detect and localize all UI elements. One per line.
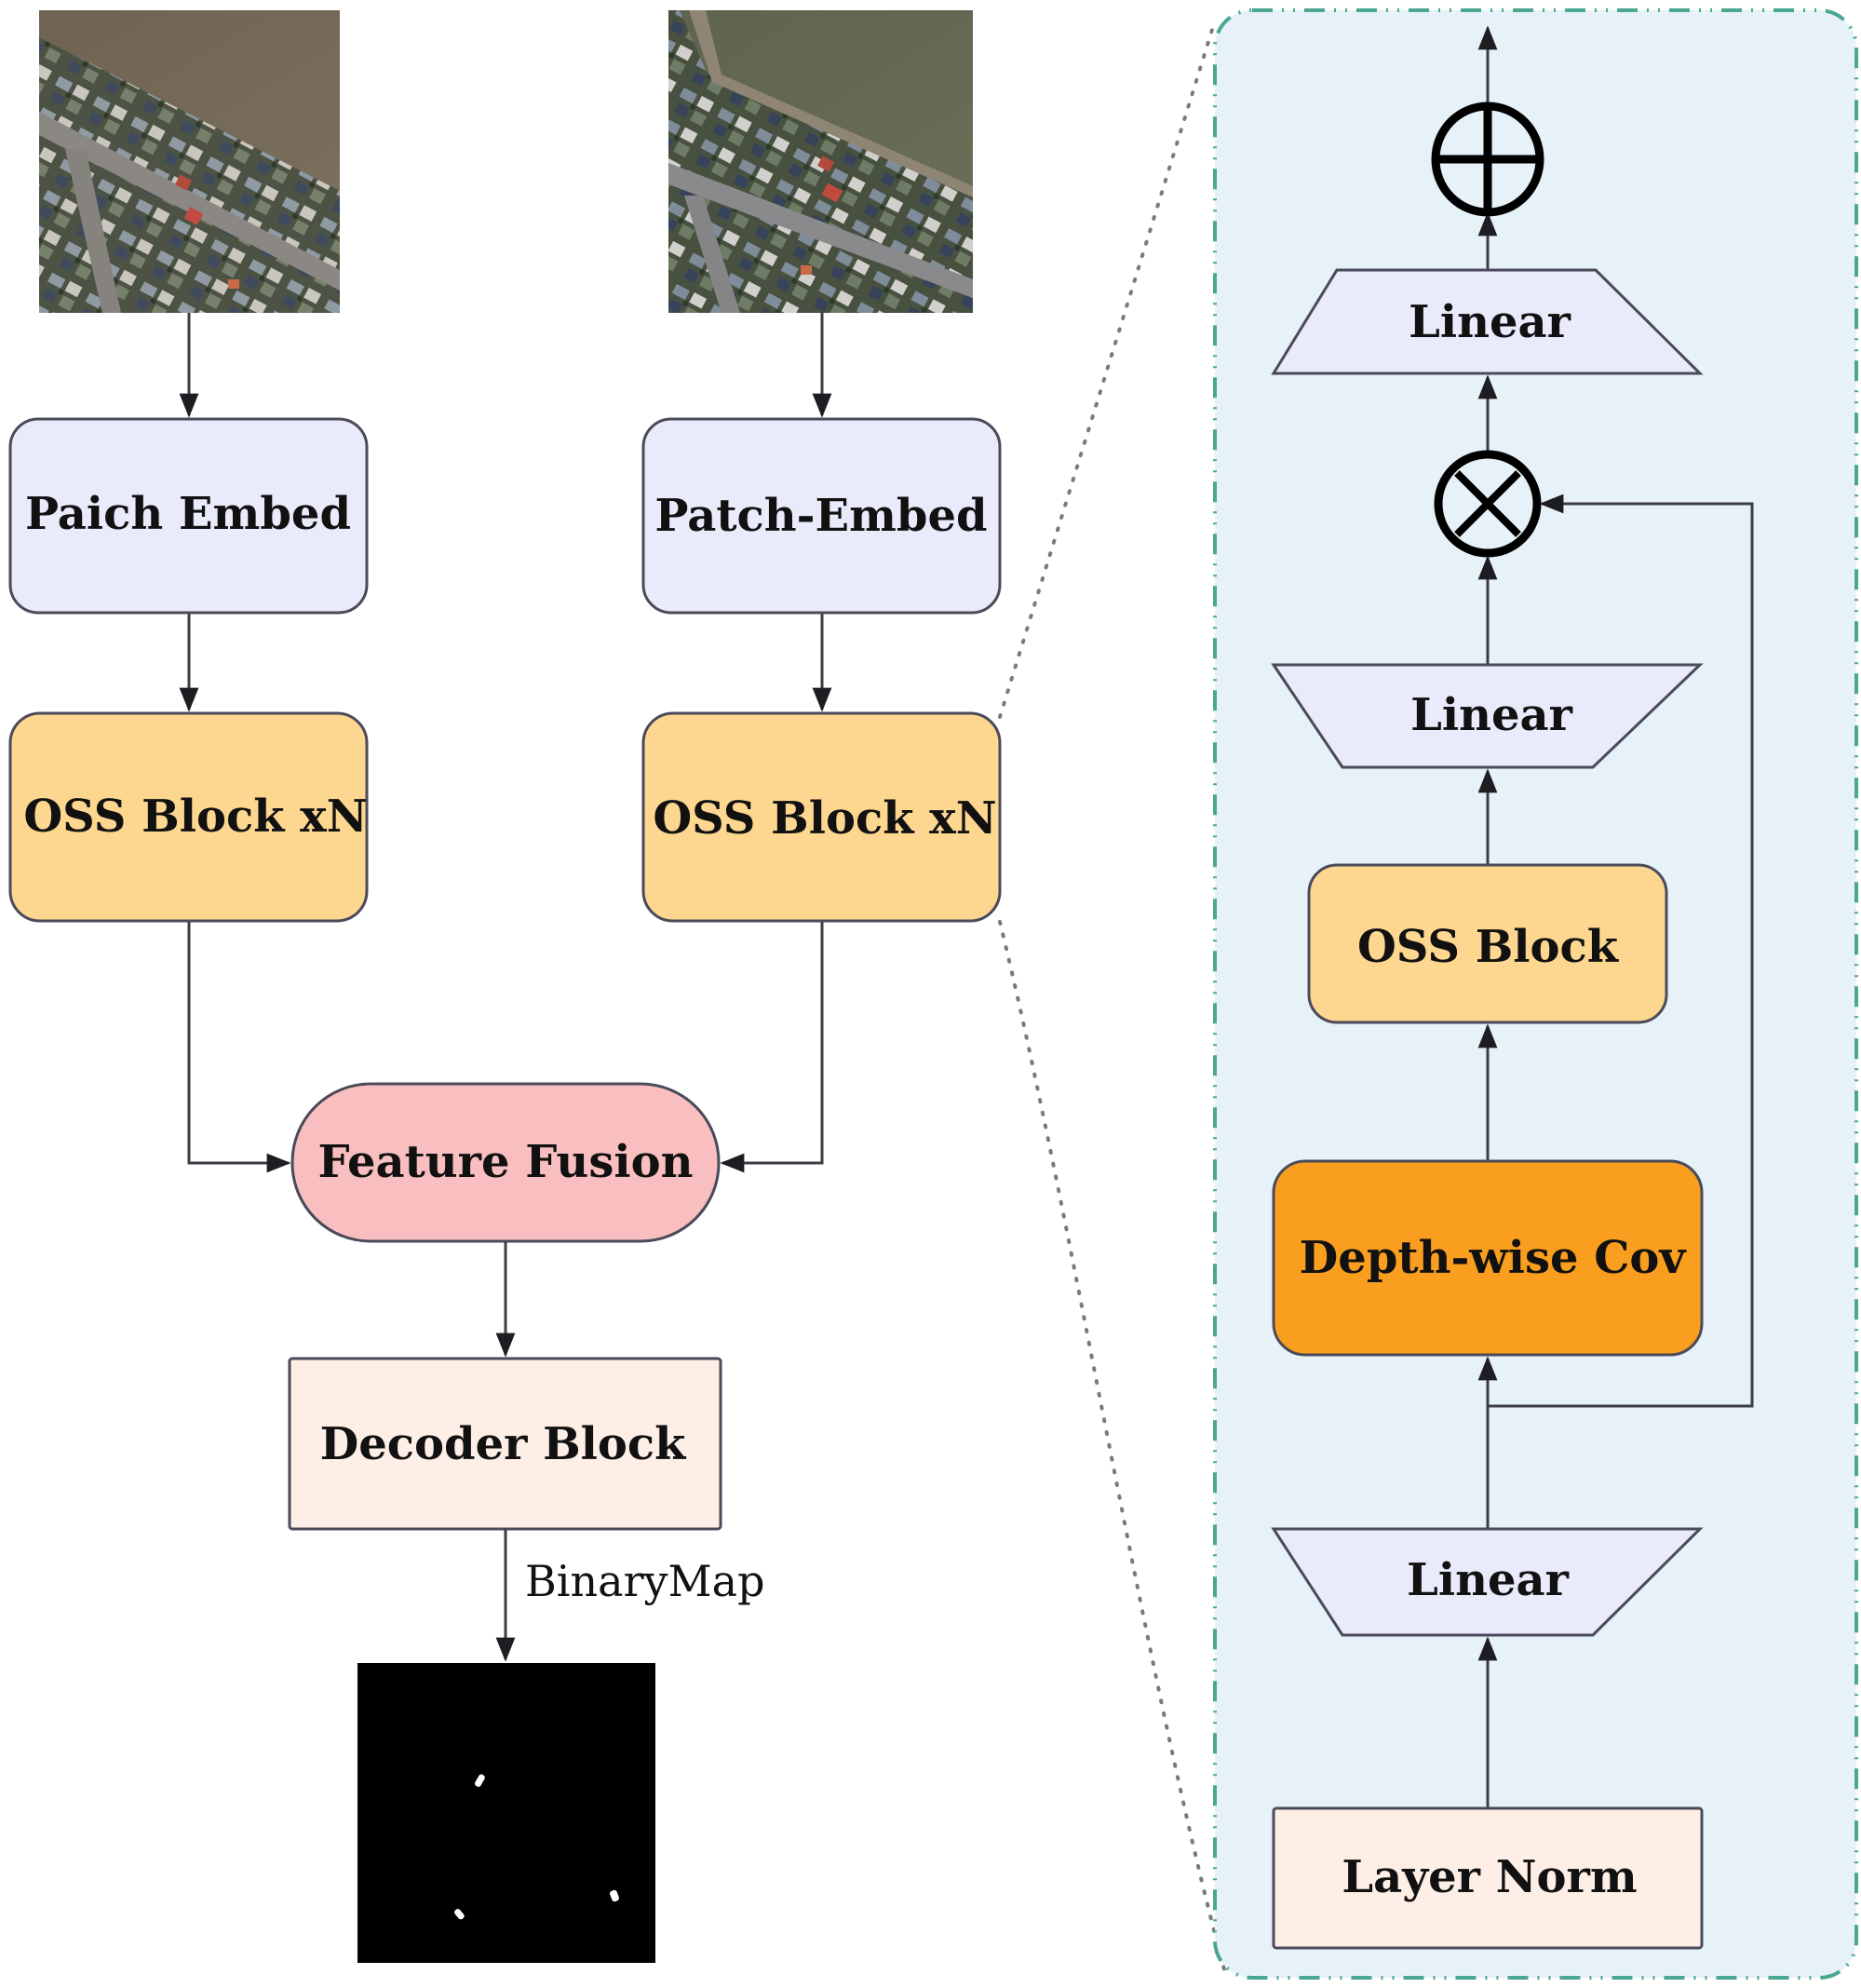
edge-skip-to-mul [1488,494,1754,1408]
patch-embed-right-label: Patch-Embed [654,490,987,542]
multiply-operator-icon [1434,450,1542,558]
linear-top-label: Linear [1409,296,1571,348]
input-image-left [39,10,340,313]
input-image-right [668,10,973,313]
binary-map-output-image [357,1663,655,1963]
depthwise-conv-label: Depth-wise Cov [1300,1232,1688,1284]
patch-embed-right: Patch-Embed [641,417,1002,615]
edge-oss-right-to-fusion [720,921,824,1173]
layer-norm-block: Layer Norm [1272,1806,1704,1950]
linear-bottom-label: Linear [1407,1554,1570,1606]
oss-block-right: OSS Block xN [641,711,1002,923]
oss-block-left: OSS Block xN [8,711,369,923]
add-operator-icon [1431,101,1544,217]
oss-block-left-label: OSS Block xN [23,791,367,843]
change-blob [610,1889,619,1902]
depthwise-conv-block: Depth-wise Cov [1272,1159,1704,1357]
feature-fusion: Feature Fusion [290,1082,721,1243]
layer-norm-label: Layer Norm [1342,1851,1637,1903]
oss-block-detail-label: OSS Block [1357,921,1620,973]
change-blob [454,1909,465,1920]
edge-oss-left-to-fusion [187,921,291,1173]
decoder-block-label: Decoder Block [320,1418,688,1470]
linear-layer-bottom: Linear [1271,1527,1704,1637]
change-blob [475,1774,485,1787]
oss-block-right-label: OSS Block xN [653,792,996,845]
binary-map-edge-label: BinaryMap [525,1556,765,1606]
linear-layer-middle: Linear [1271,663,1704,769]
oss-block-detail: OSS Block [1307,863,1668,1024]
linear-layer-top: Linear [1271,268,1704,375]
patch-embed-left: Paich Embed [8,417,369,615]
patch-embed-left-label: Paich Embed [25,488,351,540]
linear-middle-label: Linear [1410,689,1573,741]
feature-fusion-label: Feature Fusion [317,1136,693,1188]
decoder-block: Decoder Block [288,1357,722,1531]
zoom-connector-top [998,19,1217,719]
zoom-connector-bottom [998,920,1226,1971]
